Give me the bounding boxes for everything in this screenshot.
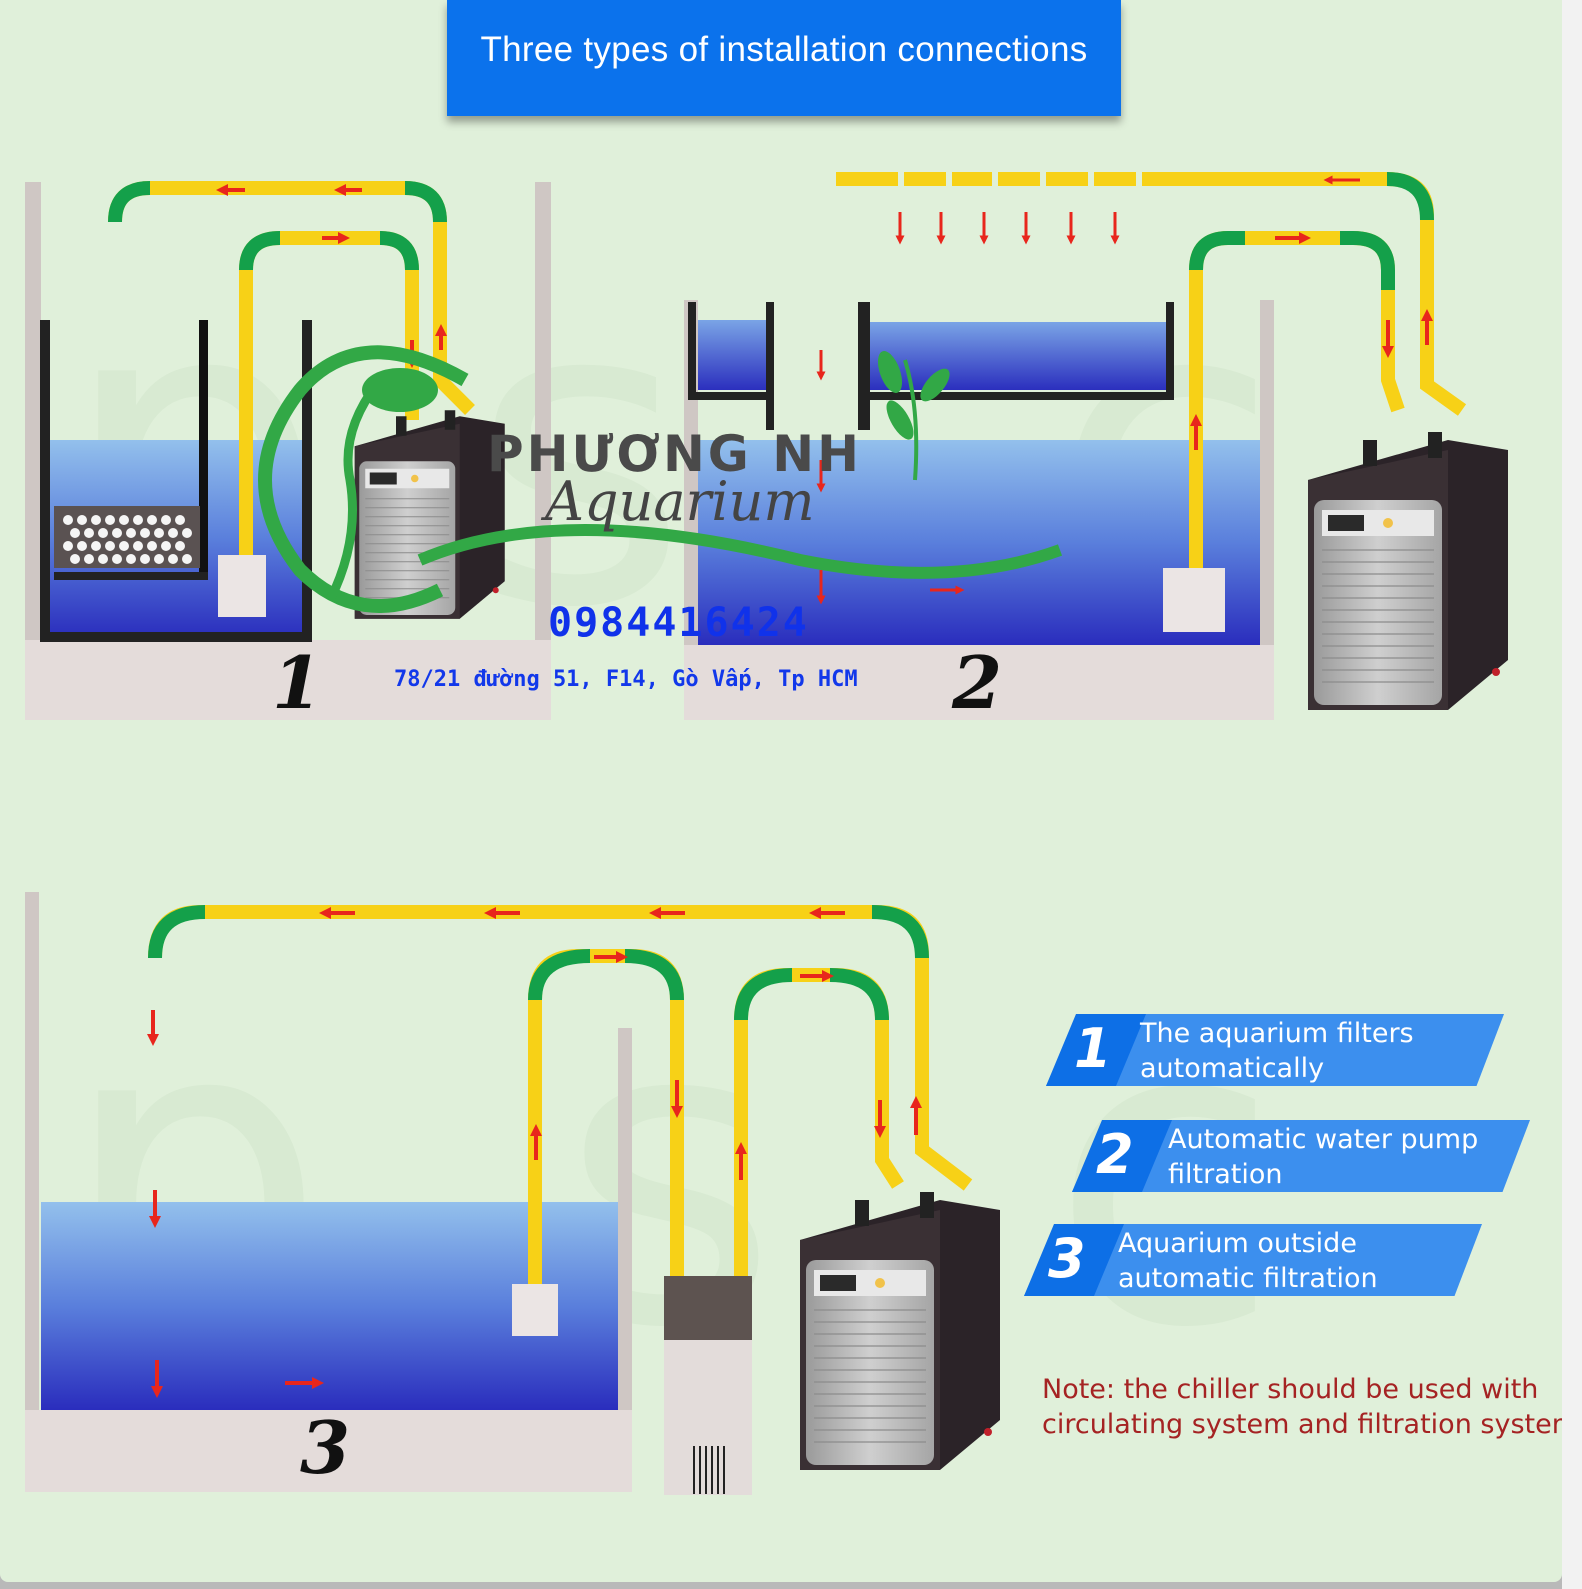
logo-watermark-graphic [258,345,1063,613]
watermark-address: 78/21 đường 51, F14, Gò Vấp, Tp HCM [394,667,858,692]
legend-number: 2 [1096,1123,1134,1186]
diagram-1-number: 1 [272,640,323,725]
watermark-subtitle: Aquarium [545,470,815,533]
page-title: Three types of installation connections [480,30,1088,69]
diagram-3-number: 3 [300,1405,351,1490]
watermark-phone: 0984416424 [548,600,809,646]
window-edge [1562,0,1582,1589]
svg-text:s: s [470,211,689,700]
watermark-brand: PHƯƠNG NH [487,425,862,483]
usage-note: Note: the chiller should be used with ci… [1042,1374,1562,1440]
legend-number: 1 [1074,1017,1112,1080]
legend-number: 3 [1048,1227,1086,1290]
diagram-3 [25,892,1001,1495]
diagram-2 [684,172,1509,720]
diagram-2-number: 2 [952,640,1003,725]
title-banner: Three types of installation connections [447,0,1121,116]
